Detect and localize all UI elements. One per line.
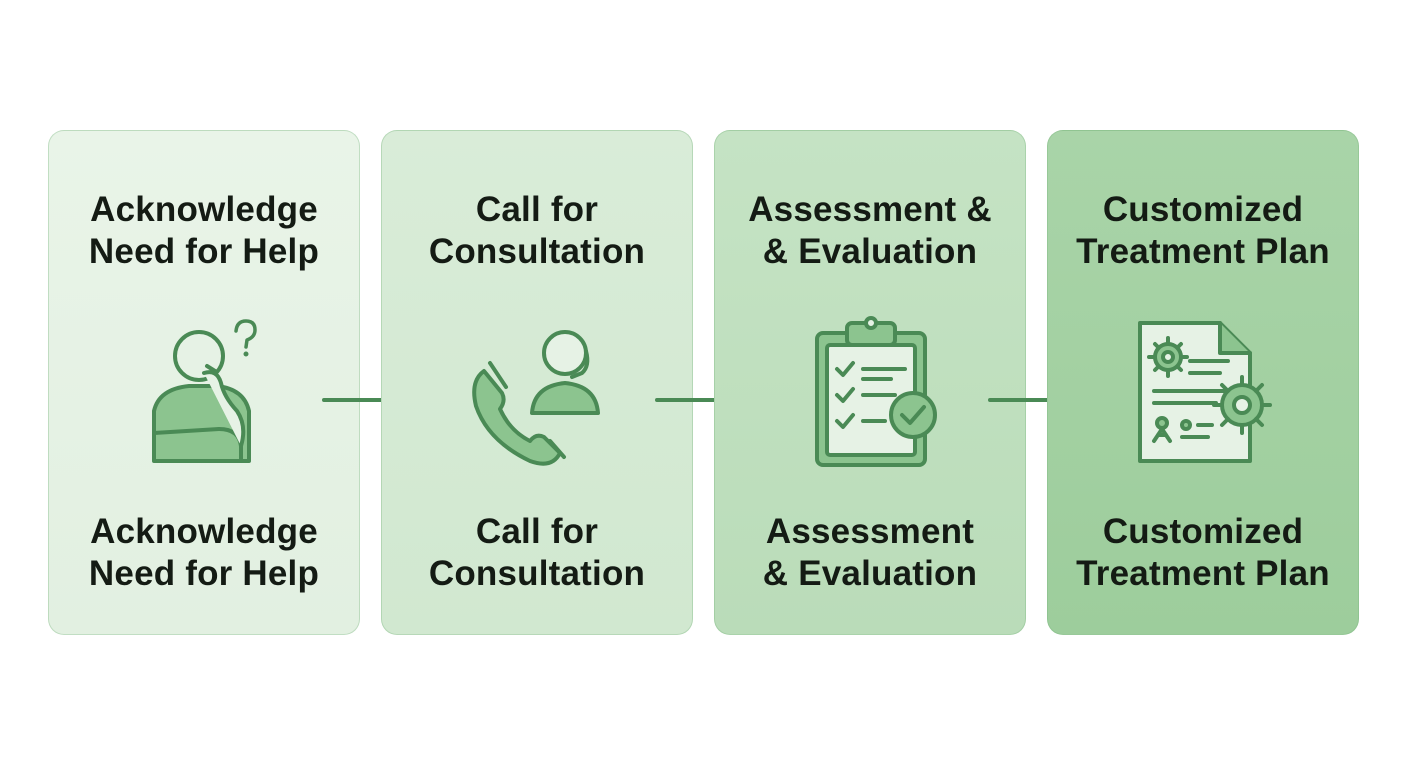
title-line: Call for	[475, 190, 599, 229]
step-title-top: Acknowledge Need for Help	[49, 189, 359, 273]
title-line: Consultation	[428, 554, 646, 593]
phone-consultant-icon	[472, 330, 600, 466]
clipboard-check-icon	[815, 316, 937, 467]
step-title-bottom: Assessment & Evaluation	[715, 511, 1025, 595]
step-title-bottom: Acknowledge Need for Help	[49, 511, 359, 595]
step-title-bottom: Customized Treatment Plan	[1048, 511, 1358, 595]
step-card-consultation: Call for Consultation Call for Consultat…	[381, 130, 693, 635]
title-line: Need for Help	[88, 232, 320, 271]
title-line: & Evaluation	[762, 554, 978, 593]
title-line: Consultation	[428, 232, 646, 271]
title-line: & Evaluation	[762, 232, 978, 271]
title-line: Treatment Plan	[1076, 232, 1330, 271]
title-line: Assessment	[765, 512, 975, 551]
title-line: Acknowledge	[90, 512, 318, 551]
document-gear-icon	[1138, 321, 1272, 463]
title-line: Assessment &	[748, 190, 992, 229]
step-title-top: Call for Consultation	[382, 189, 692, 273]
title-line: Customized	[1102, 190, 1304, 229]
title-line: Call for	[475, 512, 599, 551]
thinking-person-icon	[152, 319, 257, 463]
step-title-bottom: Call for Consultation	[382, 511, 692, 595]
step-card-assessment: Assessment & & Evaluation Assessment & E…	[714, 130, 1026, 635]
step-card-treatment-plan: Customized Treatment Plan	[1047, 130, 1359, 635]
title-line: Acknowledge	[90, 190, 318, 229]
title-line: Customized	[1102, 512, 1304, 551]
step-title-top: Customized Treatment Plan	[1048, 189, 1358, 273]
title-line: Treatment Plan	[1076, 554, 1330, 593]
title-line: Need for Help	[88, 554, 320, 593]
step-card-acknowledge: Acknowledge Need for Help Acknowledge Ne…	[48, 130, 360, 635]
step-title-top: Assessment & & Evaluation	[715, 189, 1025, 273]
